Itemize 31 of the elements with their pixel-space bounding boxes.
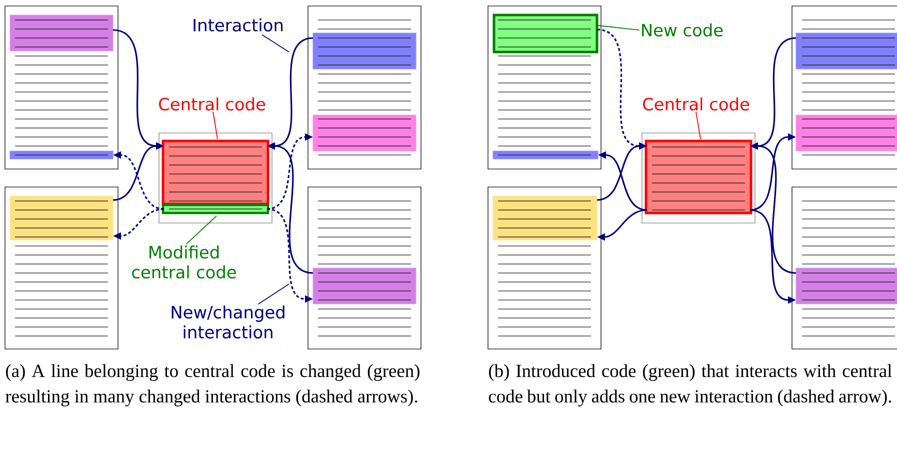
callout-label: Central code: [643, 97, 750, 111]
highlighted-code-block: [796, 268, 897, 304]
highlighted-code-block: [312, 268, 416, 304]
new-code-block: [492, 14, 598, 54]
highlighted-code-block: [796, 32, 897, 70]
highlighted-code-block: [492, 196, 598, 240]
callout-label: New code: [642, 23, 723, 37]
callout-label: New/changed interaction: [172, 305, 284, 338]
highlighted-code-block: [492, 150, 598, 160]
leader-line: [212, 111, 218, 140]
central-code-frame: [642, 132, 756, 224]
callout-label: Interaction: [194, 18, 283, 32]
leader-line: [186, 216, 217, 245]
modified-code-strip: [162, 204, 270, 214]
highlighted-code-block: [312, 114, 416, 152]
leader-line: [258, 284, 290, 305]
leader-line: [262, 34, 290, 52]
highlighted-code-block: [10, 150, 114, 160]
callout-label: Central code: [159, 97, 266, 111]
highlighted-code-block: [796, 114, 897, 152]
central-code-block: [162, 140, 270, 206]
central-code-frame: [158, 132, 272, 224]
central-code-block: [644, 140, 752, 214]
caption: (a) A line belonging to central code is changed (green) resulting in many changed interactions (dashed arrows).: [6, 364, 420, 406]
callout-label: Modified central code: [132, 245, 236, 278]
highlighted-code-block: [10, 196, 114, 240]
highlighted-code-block: [10, 14, 114, 52]
highlighted-code-block: [312, 32, 416, 70]
leader-line: [696, 111, 701, 140]
caption: (b) Introduced code (green) that interacts with central code but only adds one new interaction (dashed arrow).: [488, 364, 892, 406]
leader-line: [598, 25, 640, 30]
